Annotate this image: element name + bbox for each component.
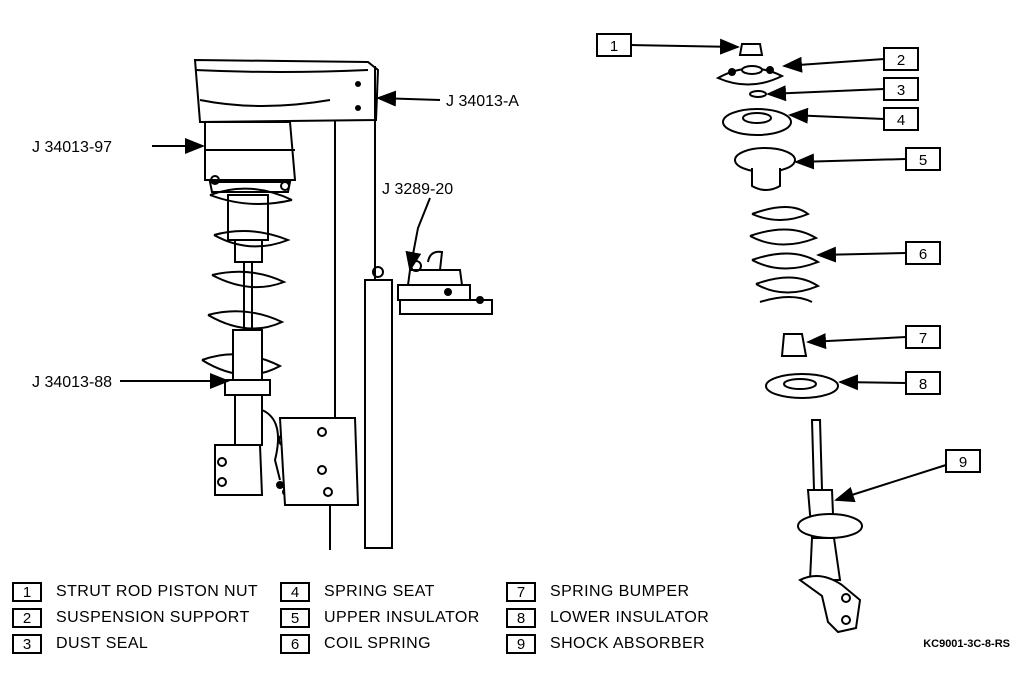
- legend-label: STRUT ROD PISTON NUT: [56, 583, 259, 600]
- legend-number: 7: [506, 582, 536, 602]
- callout-7: 7: [919, 330, 927, 347]
- legend-item-8: 8 LOWER INSULATOR: [506, 606, 709, 630]
- legend-item-3: 3 DUST SEAL: [12, 632, 148, 656]
- legend-item-7: 7 SPRING BUMPER: [506, 580, 689, 604]
- spring-bumper: [780, 333, 808, 357]
- callout-5: 5: [919, 152, 927, 169]
- callout-9: 9: [959, 454, 967, 471]
- dust-seal: [749, 90, 767, 98]
- callout-6: 6: [919, 246, 927, 263]
- exploded-strut-parts: [715, 43, 863, 634]
- callout-1: 1: [610, 38, 618, 55]
- shock-absorber: [797, 419, 863, 634]
- label-j34013-97: J 34013-97: [32, 139, 112, 156]
- legend-label: COIL SPRING: [324, 635, 431, 652]
- legend-item-5: 5 UPPER INSULATOR: [280, 606, 480, 630]
- label-j34013a: J 34013-A: [446, 93, 519, 110]
- legend-item-1: 1 STRUT ROD PISTON NUT: [12, 580, 258, 604]
- strut-rod-piston-nut: [738, 43, 764, 56]
- legend-item-2: 2 SUSPENSION SUPPORT: [12, 606, 250, 630]
- legend-number: 3: [12, 634, 42, 654]
- legend-label: DUST SEAL: [56, 635, 149, 652]
- legend-number: 4: [280, 582, 310, 602]
- legend-label: LOWER INSULATOR: [550, 609, 710, 626]
- legend-number: 5: [280, 608, 310, 628]
- legend-item-6: 6 COIL SPRING: [280, 632, 431, 656]
- coil-spring: [749, 206, 821, 303]
- label-j34013-88: J 34013-88: [32, 374, 112, 391]
- legend-number: 6: [280, 634, 310, 654]
- legend-label: SPRING BUMPER: [550, 583, 690, 600]
- legend-label: UPPER INSULATOR: [324, 609, 480, 626]
- tool-callouts: J 34013-A J 34013-97 J 3289-20 J 34013-8…: [32, 90, 519, 391]
- legend-number: 8: [506, 608, 536, 628]
- legend-label: SPRING SEAT: [324, 583, 435, 600]
- callout-4: 4: [897, 112, 905, 129]
- label-j3289-20: J 3289-20: [382, 181, 453, 198]
- part-callouts: 1 2 3 4 5 6 7 8 9: [596, 33, 981, 503]
- legend-number: 2: [12, 608, 42, 628]
- legend-item-9: 9 SHOCK ABSORBER: [506, 632, 705, 656]
- figure-code: KC9001-3C-8-RS: [923, 638, 1010, 650]
- callout-3: 3: [897, 82, 905, 99]
- legend-number: 9: [506, 634, 536, 654]
- callout-8: 8: [919, 376, 927, 393]
- legend-label: SHOCK ABSORBER: [550, 635, 705, 652]
- callout-2: 2: [897, 52, 905, 69]
- legend-label: SUSPENSION SUPPORT: [56, 609, 250, 626]
- legend-number: 1: [12, 582, 42, 602]
- spring-compressor-assembly: [193, 58, 493, 550]
- legend-item-4: 4 SPRING SEAT: [280, 580, 435, 604]
